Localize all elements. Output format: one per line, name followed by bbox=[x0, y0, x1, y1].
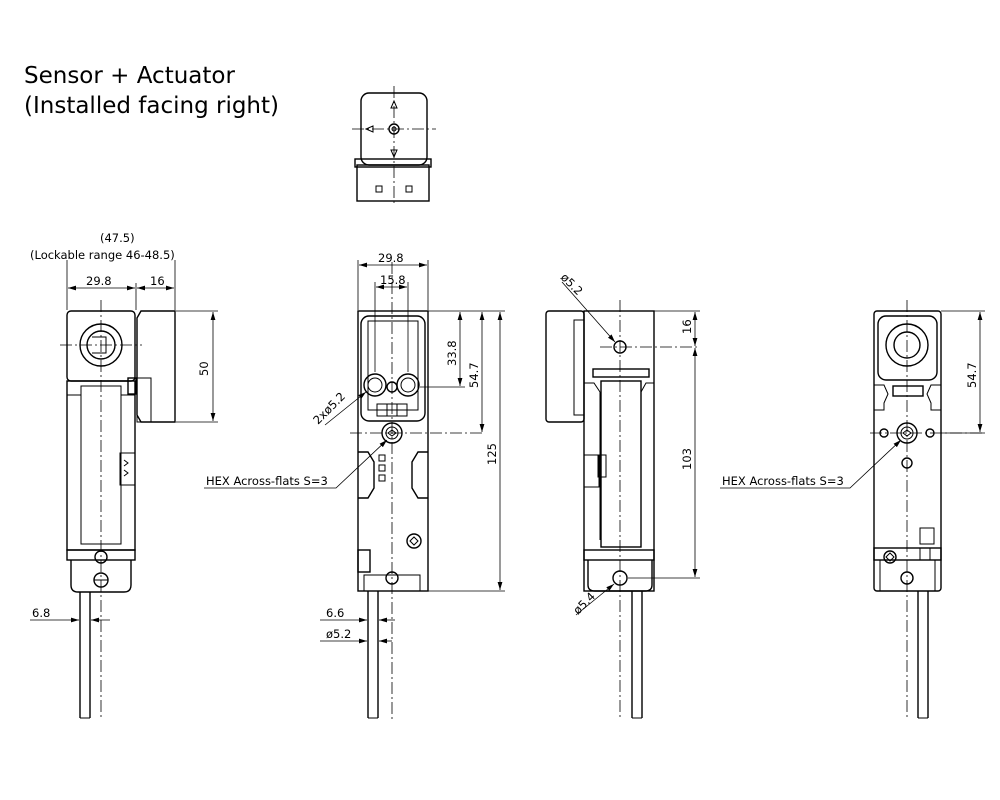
dim-back-pitch: 103 bbox=[680, 448, 694, 470]
dim-overall: (47.5) bbox=[100, 231, 135, 245]
dim-lockable: (Lockable range 46-48.5) bbox=[30, 248, 175, 262]
dim-right-hex: HEX Across-flats S=3 bbox=[722, 474, 844, 488]
back-view: ø5.2 16 103 ø5.4 bbox=[545, 270, 700, 720]
dim-left-cable: 6.8 bbox=[32, 606, 50, 620]
dim-back-bottom-hole: ø5.4 bbox=[570, 589, 598, 617]
dim-left-actuator: 16 bbox=[150, 274, 165, 288]
dim-back-top-hole: ø5.2 bbox=[558, 270, 586, 298]
dim-front-hex: HEX Across-flats S=3 bbox=[206, 474, 328, 488]
dim-right-height: 54.7 bbox=[965, 362, 979, 388]
dim-back-top-dist: 16 bbox=[680, 319, 694, 334]
dim-front-cable-dia: ø5.2 bbox=[326, 627, 351, 641]
dim-front-total: 125 bbox=[485, 443, 499, 465]
title-line-2: (Installed facing right) bbox=[24, 93, 279, 119]
dim-front-width: 29.8 bbox=[378, 251, 404, 265]
dim-front-h1: 33.8 bbox=[445, 340, 459, 366]
front-view: 29.8 15.8 33.8 54.7 125 2xø5.2 HEX Acros… bbox=[204, 251, 505, 720]
dim-left-width: 29.8 bbox=[86, 274, 112, 288]
left-side-view: 29.8 16 (47.5) (Lockable range 46-48.5) … bbox=[30, 231, 218, 720]
top-view bbox=[352, 86, 436, 206]
title-line-1: Sensor + Actuator bbox=[24, 63, 235, 89]
right-view: 54.7 HEX Across-flats S=3 bbox=[720, 300, 985, 720]
dim-front-cable: 6.6 bbox=[326, 606, 344, 620]
dim-front-h2: 54.7 bbox=[467, 362, 481, 388]
dim-left-height: 50 bbox=[197, 361, 211, 376]
dim-front-pitch: 15.8 bbox=[380, 273, 406, 287]
